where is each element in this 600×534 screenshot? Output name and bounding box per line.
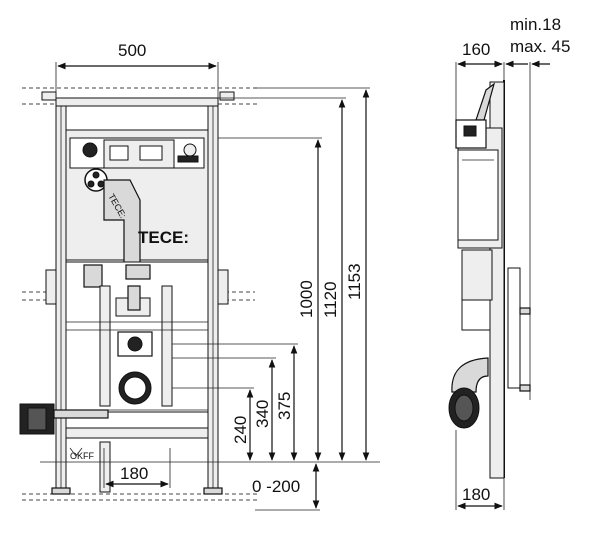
- floor-label: 0 -200: [252, 477, 300, 496]
- offset-label: 180: [120, 464, 148, 483]
- dimension-width: 500: [55, 41, 219, 98]
- dimension-pipe-heights: 240 340 375: [172, 343, 298, 461]
- drain-connector: [19, 403, 209, 493]
- drain-elbow: [448, 357, 489, 429]
- wall-max-label: max. 45: [510, 37, 570, 56]
- okff-label: OKFF: [70, 451, 95, 461]
- height-1000-label: 1000: [297, 280, 316, 318]
- floor-hatch: [22, 493, 260, 501]
- height-1120-label: 1120: [321, 281, 340, 318]
- wall-min-label: min.18: [510, 15, 561, 34]
- pipe-height-375-label: 375: [275, 392, 294, 420]
- brand-label: TECE:: [138, 228, 189, 247]
- dimension-floor: 0 -200: [252, 463, 320, 511]
- width-label: 500: [118, 41, 146, 60]
- cistern: TECE: TECE:: [65, 129, 209, 266]
- height-1153-label: 1153: [345, 263, 364, 300]
- front-view: TECE: TECE:: [19, 41, 380, 511]
- side-view: 160 min.18 max. 45 180: [448, 15, 570, 510]
- dimension-heights: 1000 1120 1153: [218, 87, 370, 461]
- bottom-depth-label: 180: [462, 485, 490, 504]
- okff-marker-icon: [69, 447, 83, 457]
- depth-label: 160: [462, 40, 490, 59]
- pipe-height-340-label: 340: [253, 400, 272, 428]
- lower-frame: [65, 261, 209, 413]
- tece-logo-icon: [84, 168, 108, 192]
- dimension-offset: 180: [103, 448, 171, 488]
- pipe-height-240-label: 240: [231, 416, 250, 444]
